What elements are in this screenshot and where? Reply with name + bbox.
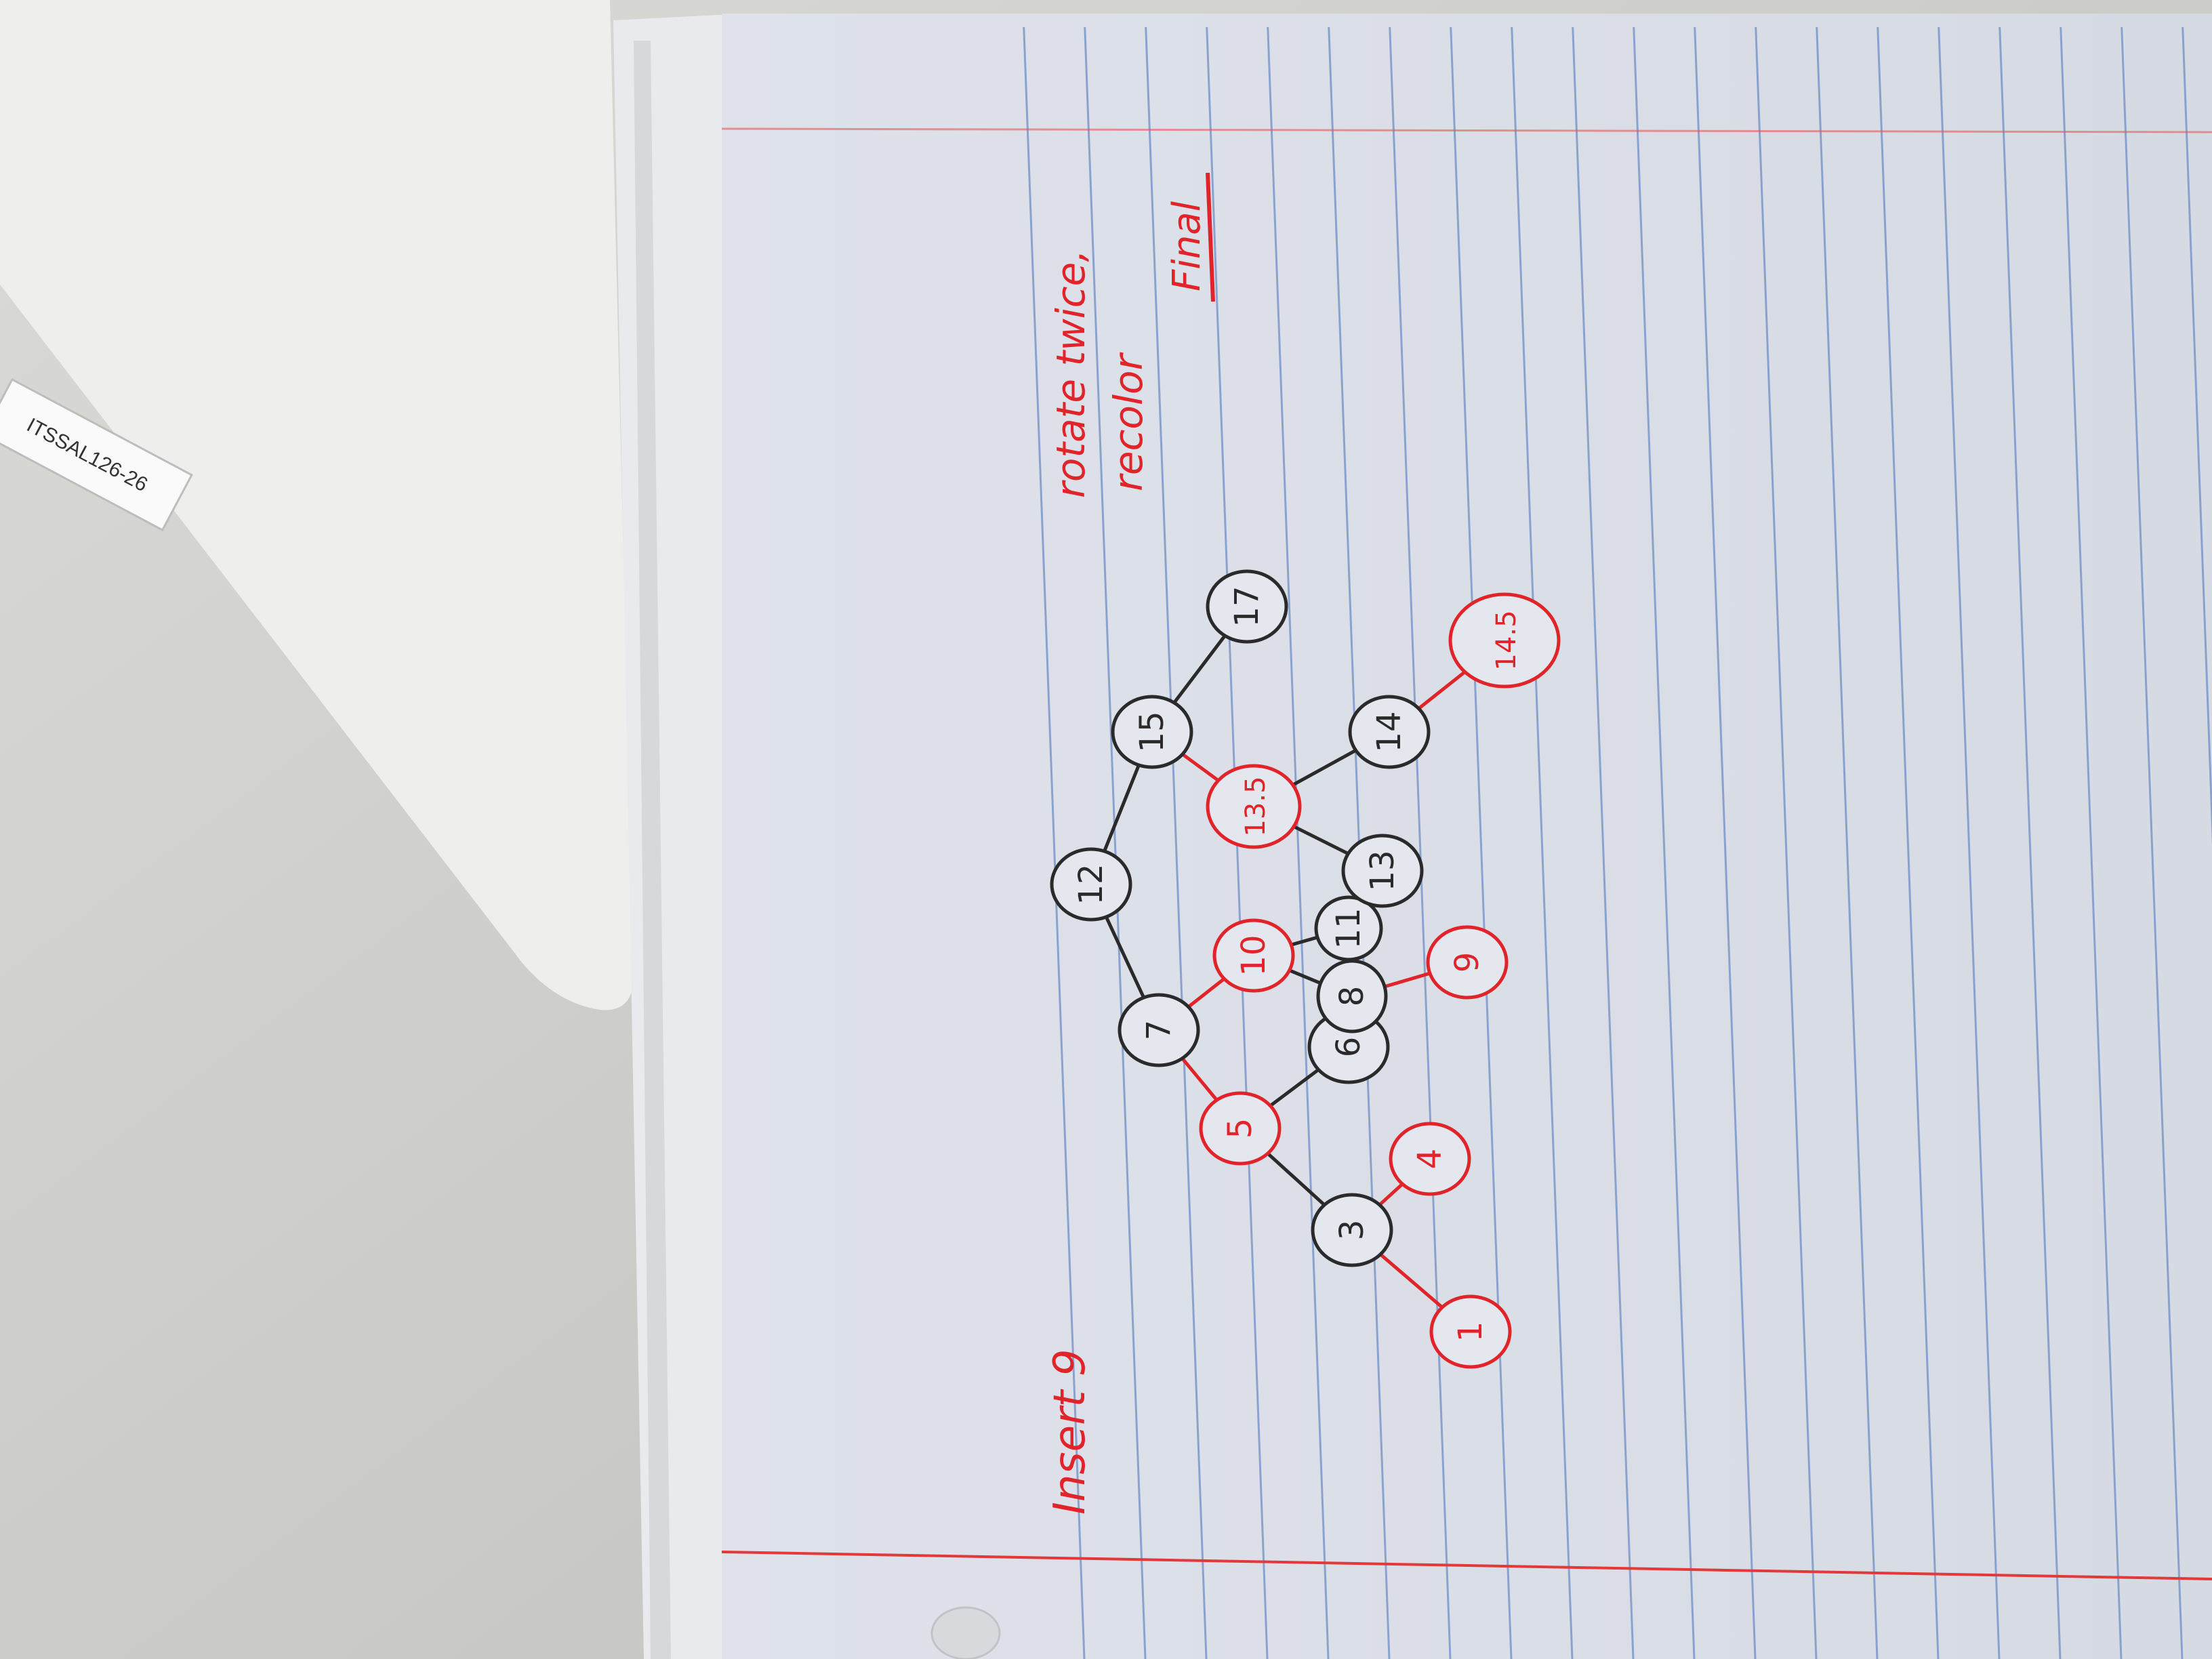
tree-node-label: 11 xyxy=(1330,907,1368,949)
ruled-line xyxy=(1022,27,1086,1659)
tree-node-label: 4 xyxy=(1411,1149,1449,1170)
ruled-line xyxy=(1632,27,1696,1659)
tree-node-circle xyxy=(1341,834,1424,908)
ruled-line xyxy=(1876,27,1940,1659)
tree-node-label: 17 xyxy=(1228,586,1266,627)
ruled-line xyxy=(1327,27,1391,1659)
tree-node-label: 14 xyxy=(1370,711,1408,752)
tree-node-circle xyxy=(1426,925,1509,1000)
tree-node-5: 5 xyxy=(1199,1091,1282,1166)
tree-node-circle xyxy=(1429,1294,1512,1369)
tree-node-label: 8 xyxy=(1333,986,1371,1007)
tree-node-15: 15 xyxy=(1111,695,1193,769)
tree-node-circle xyxy=(1206,569,1288,644)
notes-step-line2: recolor xyxy=(1105,352,1151,491)
tree-node-label: 6 xyxy=(1330,1037,1368,1058)
tree-node-circle xyxy=(1389,1122,1471,1196)
binder-hole xyxy=(930,1606,1001,1659)
ruled-line xyxy=(1083,27,1147,1659)
ruled-line xyxy=(1937,27,2001,1659)
margin-line-bottom xyxy=(721,1551,2212,1580)
tree-node-17: 17 xyxy=(1206,569,1288,644)
final-underline xyxy=(1206,172,1215,302)
tree-node-circle xyxy=(1311,1193,1393,1267)
tree-node-circle xyxy=(1199,1091,1282,1166)
tree-node-13: 13 xyxy=(1341,834,1424,908)
tree-node-8: 8 xyxy=(1316,959,1388,1033)
tree-node-label: 1 xyxy=(1452,1322,1490,1343)
ruled-line xyxy=(1449,27,1513,1659)
tree-node-circle xyxy=(1111,695,1193,769)
tree-node-1: 1 xyxy=(1429,1294,1512,1369)
tree-node-4: 4 xyxy=(1389,1122,1471,1196)
tree-node-label: 9 xyxy=(1448,952,1486,973)
tree-node-label: 12 xyxy=(1072,863,1110,905)
tree-node-14: 14 xyxy=(1348,695,1431,769)
ruled-line xyxy=(1571,27,1635,1659)
tree-node-14-5: 14.5 xyxy=(1448,592,1561,689)
ruled-line xyxy=(1144,27,1208,1659)
notes-title: Insert 9 xyxy=(1045,1349,1095,1515)
tree-node-7: 7 xyxy=(1118,993,1200,1067)
tree-node-13-5: 13.5 xyxy=(1206,764,1302,849)
ruled-lines xyxy=(1022,27,2212,1659)
tree-node-label: 13.5 xyxy=(1240,776,1271,836)
tree-node-circle xyxy=(1206,764,1302,849)
tree-node-circle xyxy=(1448,592,1561,689)
margin-line-top xyxy=(721,127,2212,134)
tree-node-label: 5 xyxy=(1221,1118,1259,1139)
ruled-line xyxy=(2120,27,2184,1659)
ruled-line xyxy=(1266,27,1330,1659)
tree-node-11: 11 xyxy=(1314,895,1383,962)
tree-node-label: 15 xyxy=(1133,711,1171,752)
tree-node-label: 13 xyxy=(1364,850,1401,891)
notes-step-line1: rotate twice, xyxy=(1048,249,1094,498)
notebook-page xyxy=(722,14,2212,1659)
tree-node-9: 9 xyxy=(1426,925,1509,1000)
tree-node-label: 14.5 xyxy=(1491,610,1522,670)
tree-node-circle xyxy=(1050,847,1132,922)
ruled-line xyxy=(1815,27,1879,1659)
tree-node-label: 3 xyxy=(1333,1220,1371,1241)
tree-node-3: 3 xyxy=(1311,1193,1393,1267)
ruled-line xyxy=(1693,27,1757,1659)
ruled-line xyxy=(2181,27,2212,1659)
tree-node-circle xyxy=(1314,895,1383,962)
tree-node-circle xyxy=(1348,695,1431,769)
ruled-line xyxy=(1388,27,1452,1659)
notes-final-label: Final xyxy=(1165,201,1209,291)
tree-node-10: 10 xyxy=(1212,918,1295,993)
tree-node-circle xyxy=(1118,993,1200,1067)
ruled-line xyxy=(2059,27,2123,1659)
tree-node-label: 10 xyxy=(1235,935,1273,976)
device-corner xyxy=(0,0,634,1010)
ruled-line xyxy=(1754,27,1818,1659)
ruled-line xyxy=(1998,27,2062,1659)
paper-stack-edge-shadow xyxy=(634,41,671,1659)
ruled-line xyxy=(1510,27,1574,1659)
tree-node-12: 12 xyxy=(1050,847,1132,922)
tree-node-label: 7 xyxy=(1140,1020,1178,1041)
tree-node-circle xyxy=(1212,918,1295,993)
